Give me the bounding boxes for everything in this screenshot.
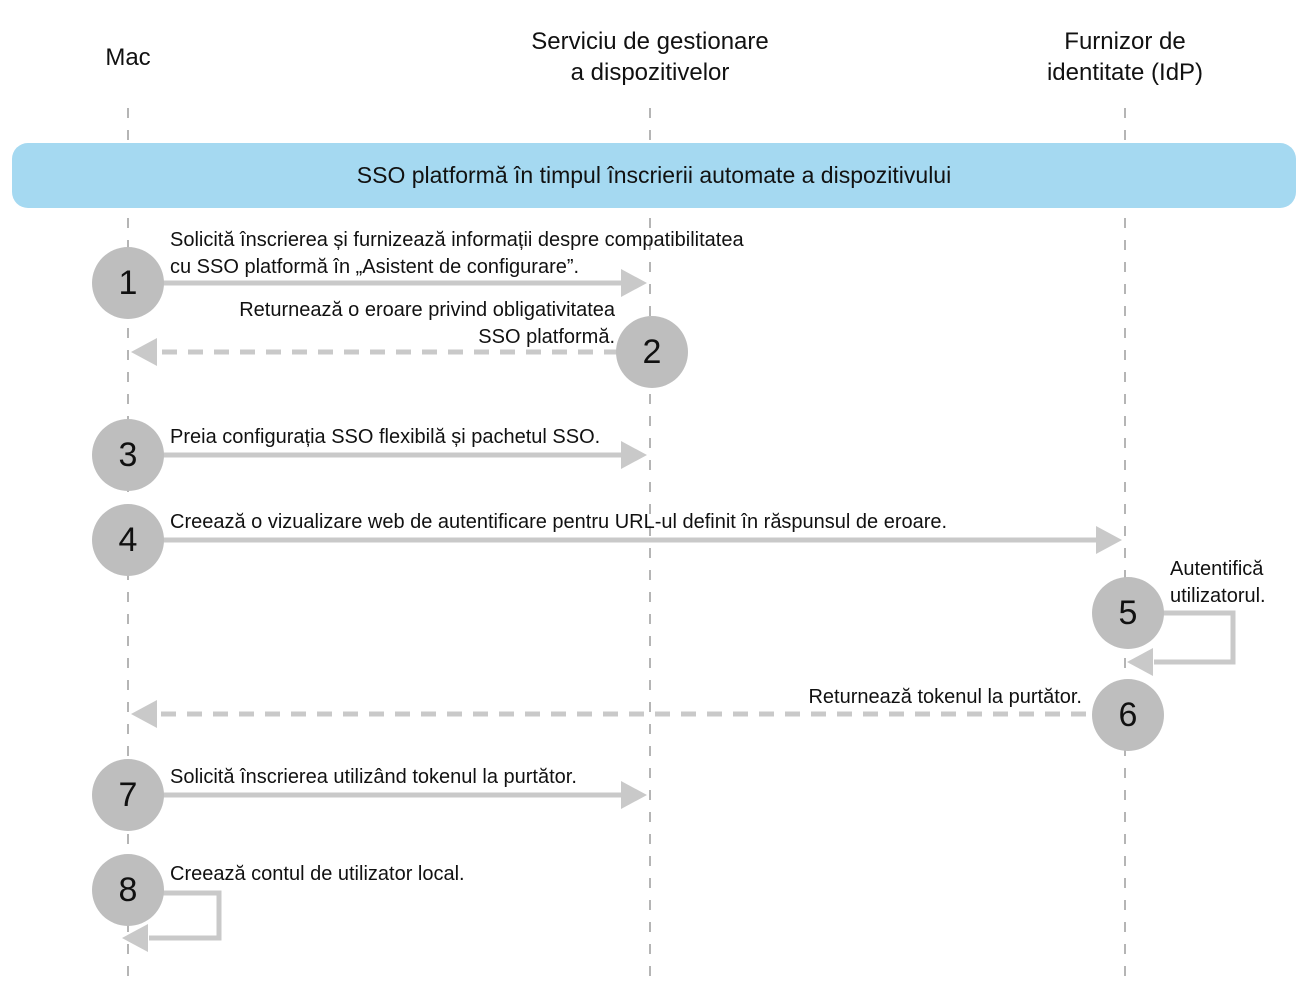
step-circle-5: 5	[1092, 577, 1164, 649]
message-step-6-line1: Returnează tokenul la purtător.	[808, 686, 1082, 708]
message-step-7: Solicită înscrierea utilizând tokenul la…	[170, 764, 577, 791]
actor-label-mac: Mac	[105, 44, 151, 71]
message-step-1-line2: cu SSO platformă în „Asistent de configu…	[170, 256, 580, 278]
message-step-5-line1: Autentifică	[1170, 558, 1264, 580]
message-step-1: Solicită înscrierea și furnizează inform…	[170, 227, 744, 281]
message-step-3: Preia configurația SSO flexibilă și pach…	[170, 424, 600, 451]
step-number-8: 8	[118, 870, 138, 909]
arrow-step-1	[128, 269, 647, 297]
message-step-5: Autentifică utilizatorul.	[1170, 556, 1266, 610]
message-step-4-line1: Creează o vizualizare web de autentifica…	[170, 511, 948, 533]
step-number-7: 7	[118, 775, 138, 814]
message-step-2: Returnează o eroare privind obligativita…	[239, 297, 615, 351]
banner-title: SSO platformă în timpul înscrierii autom…	[356, 162, 952, 188]
arrow-step-2	[131, 338, 645, 366]
step-number-3: 3	[118, 435, 138, 474]
step-circle-8: 8	[92, 854, 164, 926]
message-step-2-line2: SSO platformă.	[478, 326, 615, 348]
step-number-5: 5	[1118, 593, 1138, 632]
actor-label-mdm-line2: a dispozitivelor	[570, 59, 730, 86]
step-number-1: 1	[118, 263, 138, 302]
step-circle-3: 3	[92, 419, 164, 491]
message-step-7-line1: Solicită înscrierea utilizând tokenul la…	[170, 766, 577, 788]
actor-label-idp-line1: Furnizor de	[1064, 28, 1186, 55]
banner: SSO platformă în timpul înscrierii autom…	[12, 143, 1296, 208]
arrow-step-5-self-loop	[1127, 610, 1236, 676]
arrow-step-4	[128, 526, 1122, 554]
step-circle-6: 6	[1092, 679, 1164, 751]
message-step-4: Creează o vizualizare web de autentifica…	[170, 509, 947, 536]
step-circle-1: 1	[92, 247, 164, 319]
step-number-6: 6	[1118, 695, 1138, 734]
message-step-2-line1: Returnează o eroare privind obligativita…	[239, 299, 615, 321]
arrow-step-3	[128, 441, 647, 469]
step-number-4: 4	[118, 520, 138, 559]
message-step-6: Returnează tokenul la purtător.	[808, 684, 1082, 711]
step-circle-7: 7	[92, 759, 164, 831]
arrow-step-6	[131, 700, 1112, 728]
message-step-8: Creează contul de utilizator local.	[170, 861, 465, 888]
actor-header-mac: Mac	[28, 42, 228, 73]
actor-header-mdm: Serviciu de gestionare a dispozitivelor	[500, 26, 800, 88]
actor-label-idp-line2: identitate (IdP)	[1046, 59, 1204, 86]
message-step-3-line1: Preia configurația SSO flexibilă și pach…	[170, 426, 601, 448]
actor-header-idp: Furnizor de identitate (IdP)	[975, 26, 1275, 88]
message-step-1-line1: Solicită înscrierea și furnizează inform…	[170, 229, 744, 251]
arrow-step-7	[128, 781, 647, 809]
step-number-2: 2	[642, 332, 662, 371]
actor-label-mdm-line1: Serviciu de gestionare	[531, 28, 769, 55]
step-circle-4: 4	[92, 504, 164, 576]
message-step-5-line2: utilizatorul.	[1170, 585, 1266, 607]
arrow-step-8-self-loop	[122, 890, 222, 952]
message-step-8-line1: Creează contul de utilizator local.	[170, 863, 465, 885]
step-circle-2: 2	[616, 316, 688, 388]
